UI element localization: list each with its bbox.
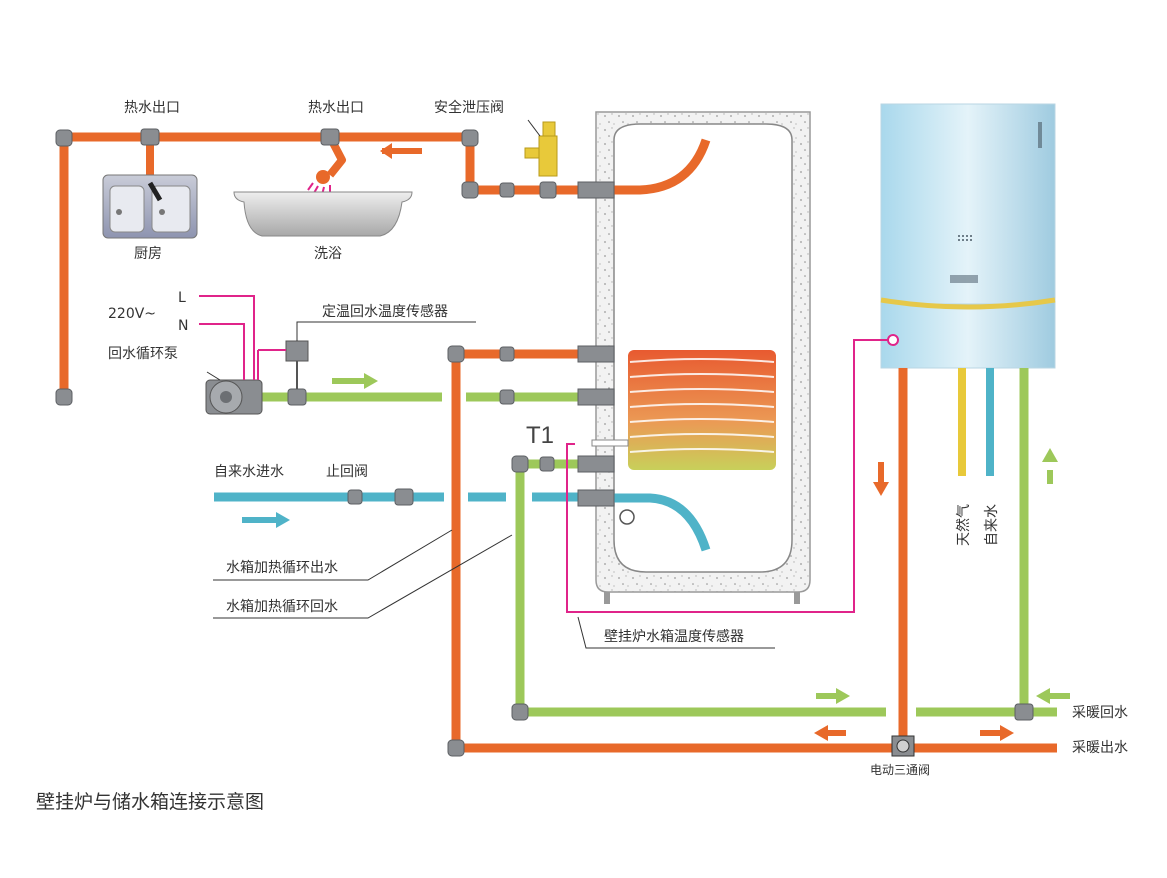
leader-lines — [206, 119, 775, 649]
t1-label: T1 — [526, 422, 554, 449]
tank-hot-draw-pipe — [598, 138, 711, 195]
shower-head-icon — [307, 170, 331, 196]
three-way-valve-icon — [891, 735, 915, 757]
three-way-valve-label: 电动三通阀 — [870, 763, 930, 777]
cold-water-inlet-label: 自来水进水 — [214, 464, 284, 480]
check-valve-label: 止回阀 — [326, 464, 368, 480]
kitchen-sink-icon — [102, 174, 198, 239]
safety-valve-icon — [524, 121, 558, 177]
fittings — [55, 128, 1034, 757]
circulation-pump-label: 回水循环泵 — [108, 346, 178, 362]
tank-heating-return-label: 水箱加热循环回水 — [226, 599, 338, 615]
return-temp-sensor-label: 定温回水温度传感器 — [322, 303, 448, 320]
bath-label: 洗浴 — [314, 246, 342, 262]
flow-arrows — [242, 143, 1070, 741]
wall-hung-boiler — [880, 103, 1056, 369]
voltage-label: 220V~ — [108, 306, 156, 322]
boiler-sensor-port-icon — [887, 334, 899, 346]
bathtub-icon — [233, 191, 413, 237]
boiler-tank-sensor-label: 壁挂炉水箱温度传感器 — [604, 628, 744, 645]
diagram-title: 壁挂炉与储水箱连接示意图 — [36, 791, 264, 813]
tank-heating-flow-label: 水箱加热循环出水 — [226, 560, 338, 576]
power-wiring — [199, 295, 286, 380]
heat-exchange-coil — [628, 350, 776, 470]
circulation-pump-icon — [205, 379, 263, 415]
tap-water-label: 自来水 — [984, 504, 1000, 546]
gas-label: 天然气 — [955, 504, 972, 546]
heating-return-label: 采暖回水 — [1072, 705, 1128, 721]
kitchen-label: 厨房 — [134, 246, 162, 262]
hot-water-outlet-label-bath: 热水出口 — [308, 100, 364, 116]
safety-valve-label: 安全泄压阀 — [434, 99, 504, 116]
live-wire-label: L — [178, 290, 186, 306]
return-temp-sensor-icon — [285, 340, 309, 362]
neutral-wire-label: N — [178, 318, 188, 334]
hot-water-outlet-label-kitchen: 热水出口 — [124, 100, 180, 116]
tank-cold-dip-pipe — [598, 493, 711, 552]
heating-supply-label: 采暖出水 — [1072, 740, 1128, 756]
boiler-sensor-wire — [566, 339, 888, 613]
